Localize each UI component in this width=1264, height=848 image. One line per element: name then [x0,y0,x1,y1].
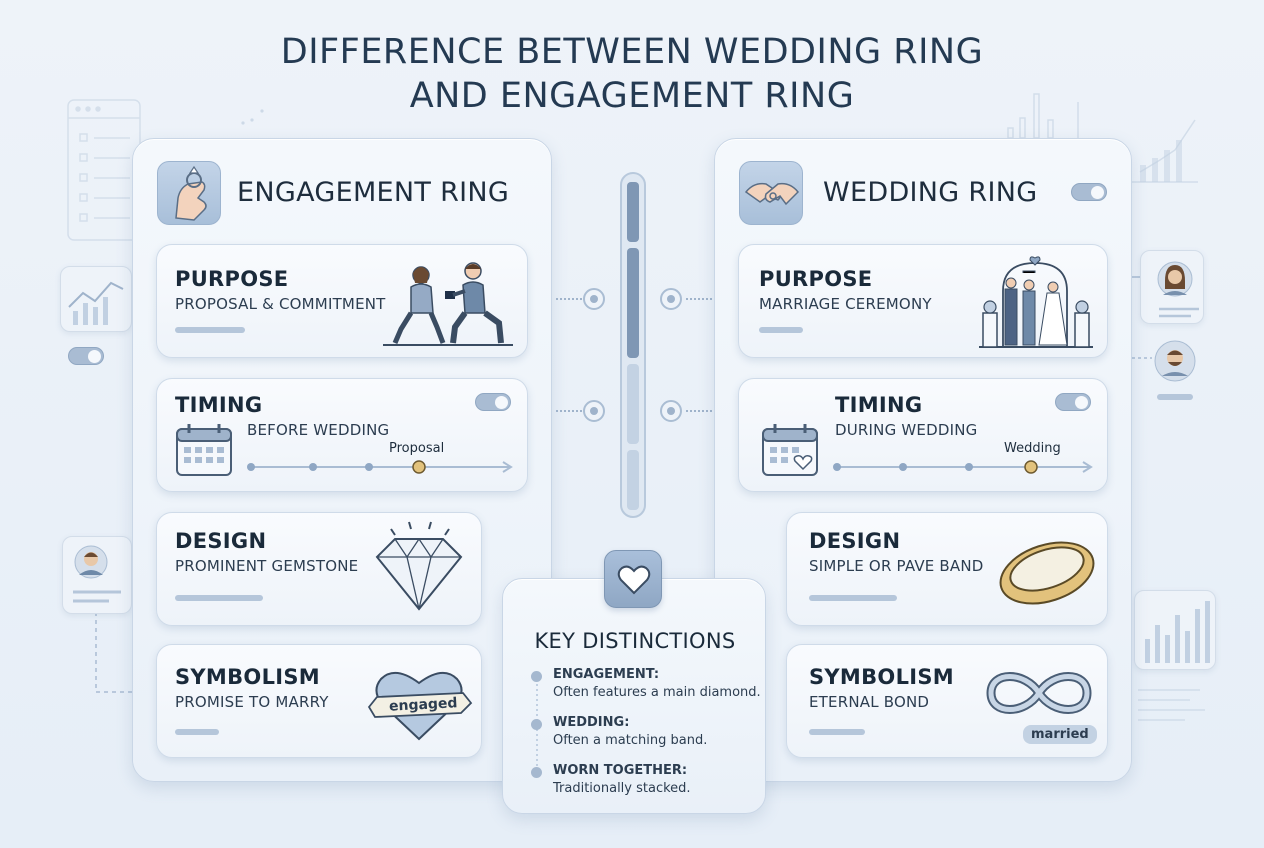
ring-hand-icon [157,161,221,225]
kd-dot-3 [531,767,542,778]
key-distinctions-panel: KEY DISTINCTIONS ENGAGEMENT: Often featu… [502,578,766,814]
kd-item-1-heading: ENGAGEMENT: [553,667,660,682]
infinity-icon [986,672,1092,714]
avatar-man-icon [1154,340,1196,382]
wedding-design-bar [809,595,897,601]
wedding-purpose-title: PURPOSE [759,267,873,291]
wedding-symbolism-bar [809,729,865,735]
engagement-timing-text: BEFORE WEDDING [247,421,390,439]
kd-item-3-heading: WORN TOGETHER: [553,763,688,778]
line-chart-icon [68,281,124,325]
engagement-purpose-card[interactable]: PURPOSE PROPOSAL & COMMITMENT [156,244,528,358]
engagement-purpose-bar [175,327,245,333]
avatar-woman-icon [1157,261,1199,318]
engagement-purpose-title: PURPOSE [175,267,289,291]
engagement-timing-toggle[interactable] [475,393,511,411]
side-bar-chart-card [1134,590,1216,670]
wedding-timeline [833,460,1093,474]
connector-dots-2 [686,298,712,300]
engagement-timing-card[interactable]: TIMING BEFORE WEDDING Proposal [156,378,528,492]
kd-dot-2 [531,719,542,730]
wedding-design-card[interactable]: DESIGN SIMPLE OR PAVE BAND [786,512,1108,626]
wedding-panel-toggle[interactable] [1071,183,1107,201]
title-line-2: AND ENGAGEMENT RING [409,76,855,116]
engagement-panel-title: ENGAGEMENT RING [237,177,510,208]
side-profile-card-right [1140,250,1204,324]
wedding-timing-title: TIMING [835,393,923,417]
kd-dot-1 [531,671,542,682]
kd-item-1-text: Often features a main diamond. [553,685,761,700]
wedding-timing-toggle[interactable] [1055,393,1091,411]
wedding-timing-text: DURING WEDDING [835,421,978,439]
wedding-purpose-card[interactable]: PURPOSE MARRIAGE CEREMONY [738,244,1108,358]
avatar-icon [73,545,121,603]
wedding-purpose-bar [759,327,803,333]
engagement-design-bar [175,595,263,601]
connector-dots-1 [556,298,582,300]
engagement-symbolism-bar [175,729,219,735]
married-badge: married [1023,725,1097,744]
slider-segment-4 [627,450,639,510]
wedding-design-text: SIMPLE OR PAVE BAND [809,557,984,575]
gold-band-icon [999,541,1095,605]
engagement-timeline-marker-label: Proposal [389,441,445,456]
slider-segment-3 [627,364,639,444]
wedding-design-title: DESIGN [809,529,901,553]
wedding-panel-title: WEDDING RING [823,177,1038,208]
wedding-timing-card[interactable]: TIMING DURING WEDDING Wedding [738,378,1108,492]
engagement-symbolism-text: PROMISE TO MARRY [175,693,329,711]
bar-chart-icon [1145,601,1210,663]
side-toggle-left[interactable] [68,347,104,365]
connector-node-2[interactable] [660,288,682,310]
side-chart-card [60,266,132,332]
calendar-heart-icon [762,424,818,476]
holding-hands-icon [739,161,803,225]
side-profile-card-left [62,536,132,614]
wedding-symbolism-text: ETERNAL BOND [809,693,930,711]
wedding-symbolism-card[interactable]: SYMBOLISM ETERNAL BOND married [786,644,1108,758]
engagement-timeline [247,460,513,474]
engagement-design-title: DESIGN [175,529,267,553]
diamond-icon [375,521,463,611]
slider-segment-1 [627,182,639,242]
calendar-icon [176,424,232,476]
connector-node-3[interactable] [583,400,605,422]
connector-dots-3 [556,410,582,412]
engagement-purpose-text: PROPOSAL & COMMITMENT [175,295,386,313]
ceremony-illustration [979,256,1093,348]
kd-item-3-text: Traditionally stacked. [553,781,691,796]
engagement-design-text: PROMINENT GEMSTONE [175,557,359,575]
engagement-design-card[interactable]: DESIGN PROMINENT GEMSTONE [156,512,482,626]
heart-banner-icon [367,672,473,741]
connector-node-4[interactable] [660,400,682,422]
side-bar-right [1157,394,1193,400]
wedding-symbolism-title: SYMBOLISM [809,665,955,689]
connector-dots-4 [686,410,712,412]
title-line-1: DIFFERENCE BETWEEN WEDDING RING [280,32,984,72]
connector-node-1[interactable] [583,288,605,310]
wedding-purpose-text: MARRIAGE CEREMONY [759,295,932,313]
proposal-illustration [383,262,513,346]
page-title: DIFFERENCE BETWEEN WEDDING RING AND ENGA… [0,30,1264,118]
key-distinctions-title: KEY DISTINCTIONS [534,629,736,653]
kd-item-2-text: Often a matching band. [553,733,708,748]
wedding-timeline-marker-label: Wedding [1004,441,1061,456]
engagement-symbolism-card[interactable]: SYMBOLISM PROMISE TO MARRY engaged [156,644,482,758]
center-slider-track[interactable] [620,172,646,518]
heart-icon [604,550,662,608]
engagement-symbolism-title: SYMBOLISM [175,665,321,689]
slider-segment-2 [627,248,639,358]
kd-item-2-heading: WEDDING: [553,715,630,730]
engagement-timing-title: TIMING [175,393,263,417]
